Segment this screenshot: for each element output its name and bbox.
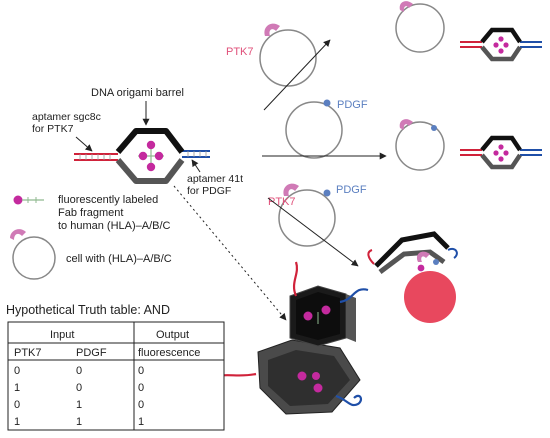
label-pdgf-middle: PDGF [337,99,368,111]
truth-table-cell: 1 [14,382,20,394]
truth-table-cell: 1 [76,399,82,411]
label-ptk7-top: PTK7 [226,46,254,58]
truth-table-col-fluorescence: fluorescence [138,347,200,359]
outcome-barrel-closed-1 [460,27,542,62]
cell-ptk7-only [259,23,317,87]
truth-table-output-header: Output [156,329,189,341]
arrow-to-ptk7-outcome [263,39,331,111]
truth-table-cell: 0 [14,399,20,411]
aptamer-pdgf-label-line1: aptamer 41t [187,173,243,185]
cell-ptk7-pdgf [278,183,336,247]
outcome-active-cell [367,231,458,323]
ptk7-aptamer-arm [74,153,118,161]
cell-pdgf-only [285,99,343,159]
truth-table-cell: 0 [76,382,82,394]
truth-table-cell: 0 [76,365,82,377]
truth-table-col-pdgf: PDGF [76,347,107,359]
truth-table-cell: 0 [138,399,144,411]
pdgf-aptamer-arm [182,150,210,158]
outcome-cell-pdgf [395,119,445,171]
aptamer-ptk7-label-line1: aptamer sgc8c [32,111,101,123]
truth-table-cell: 0 [138,365,144,377]
truth-table-title: Hypothetical Truth table: AND [6,303,170,317]
origami-barrel-label: DNA origami barrel [91,87,184,99]
legend-fab-line2: Fab fragment [58,207,123,219]
truth-table-col-ptk7: PTK7 [14,347,42,359]
aptamer-pdgf-label-line2: for PDGF [187,185,231,197]
truth-table-cell: 0 [14,365,20,377]
aptamer-ptk7-label-line2: for PTK7 [32,123,74,135]
truth-table-cell: 0 [138,382,144,394]
arrow-to-and-outcome [267,197,359,267]
aptamer-pdgf-arrow [191,159,201,173]
truth-table-cell: 1 [76,416,82,428]
outcome-barrel-closed-2 [460,135,542,170]
truth-table-cell: 1 [138,416,144,428]
outcome-cell-ptk7 [395,1,445,53]
central-origami-barrel [74,128,210,184]
legend-fab-line1: fluorescently labeled [58,194,158,206]
truth-table: Input Output PTK7 PDGF fluorescence 0 0 … [7,321,225,431]
aptamer-ptk7-arrow [75,136,93,152]
truth-table-input-header: Input [50,329,74,341]
dotted-arrow-to-3d-barrel [173,185,287,321]
label-pdgf-bottom: PDGF [336,184,367,196]
legend-fab-line3: to human (HLA)–A/B/C [58,220,171,232]
truth-table-cell: 1 [14,416,20,428]
legend-cell-label: cell with (HLA)–A/B/C [66,253,172,265]
barrel-payload-fabs [138,140,164,172]
legend-fab-icon [13,195,44,205]
legend-cell-icon [10,229,56,280]
label-ptk7-bottom: PTK7 [268,196,296,208]
open-barrel-3d [211,261,369,415]
